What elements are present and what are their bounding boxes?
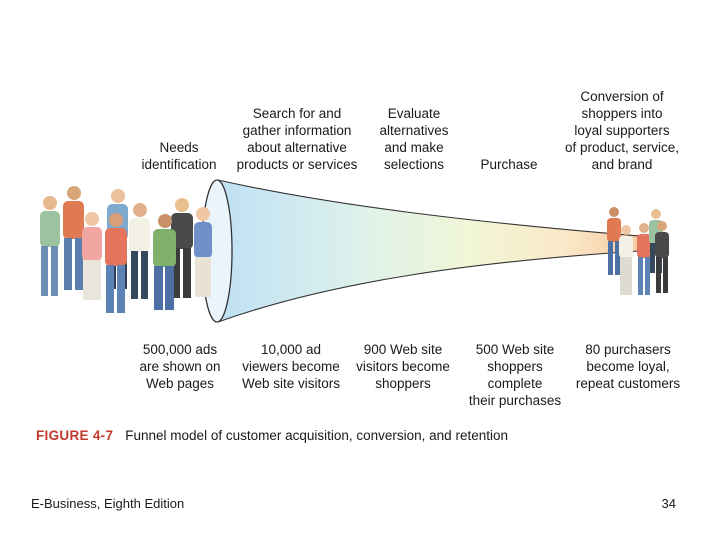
count-label-purchasers: 80 purchasers become loyal, repeat custo… (575, 342, 681, 391)
count-label-ads: 500,000 ads are shown on Web pages (139, 342, 221, 391)
stage-label-evaluate: Evaluate alternatives and make selection… (379, 106, 449, 172)
funnel-body (218, 180, 640, 322)
stage-label-needs: Needs identification (141, 140, 217, 172)
count-label-viewers: 10,000 ad viewers become Web site visito… (241, 342, 341, 391)
stage-label-search: Search for and gather information about … (236, 106, 358, 172)
footer-book-title: E-Business, Eighth Edition (31, 496, 185, 511)
count-label-visitors: 900 Web site visitors become shoppers (356, 342, 450, 391)
crowd-illustration (40, 186, 212, 313)
loyal-customers-illustration (607, 207, 669, 295)
count-label-shoppers: 500 Web site shoppers complete their pur… (468, 342, 562, 408)
figure-caption: FIGURE 4-7 Funnel model of customer acqui… (36, 428, 508, 443)
figure-caption-text: Funnel model of customer acquisition, co… (125, 428, 508, 443)
figure-number: FIGURE 4-7 (36, 428, 114, 443)
stage-label-purchase: Purchase (480, 157, 538, 172)
page-number: 34 (661, 496, 676, 511)
stage-label-conversion: Conversion of shoppers into loyal suppor… (564, 89, 680, 172)
